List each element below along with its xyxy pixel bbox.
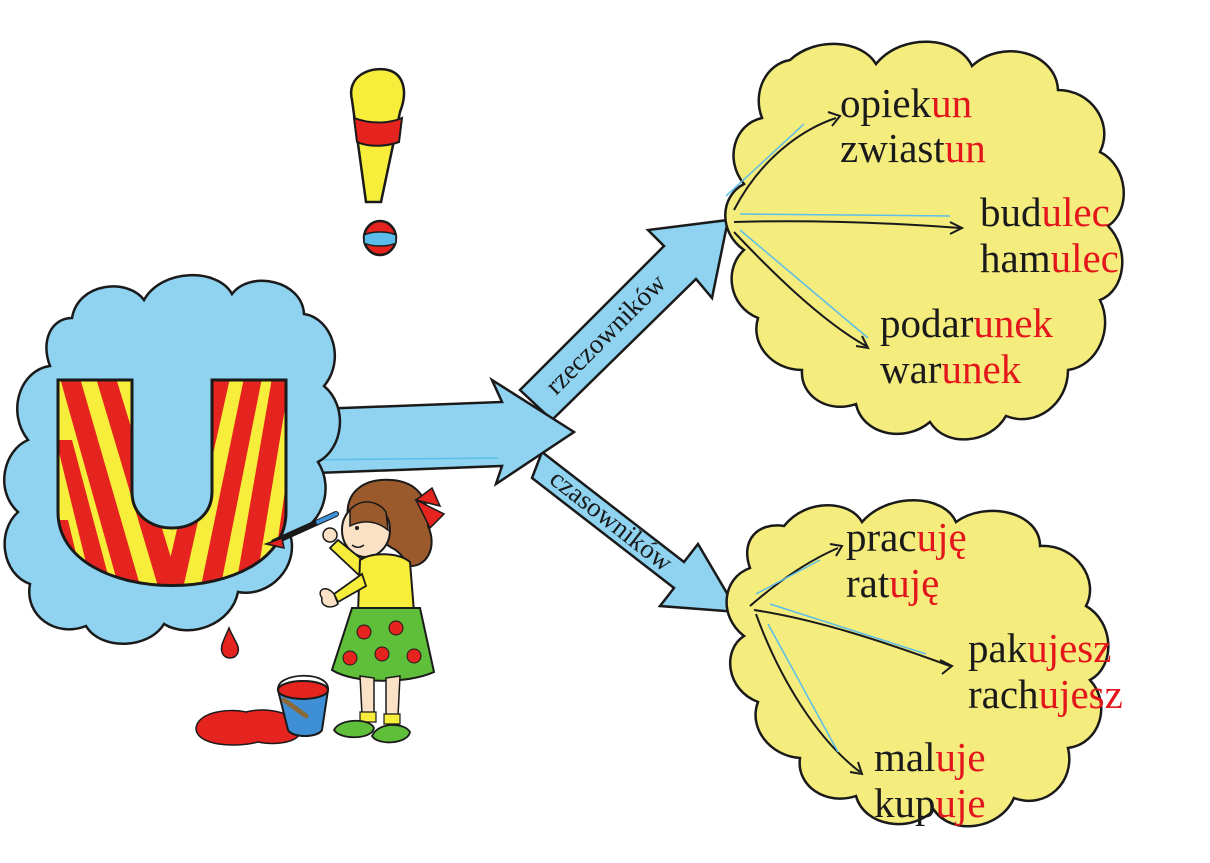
noun-word: warunek bbox=[880, 346, 1022, 392]
verb-word: ratuję bbox=[846, 560, 940, 606]
verb-word: maluje bbox=[874, 734, 986, 780]
verb-word: pakujesz bbox=[968, 625, 1112, 671]
girl-painter-icon bbox=[263, 478, 446, 744]
nouns-arrow-label: rzeczowników bbox=[539, 267, 672, 400]
paint-bucket-icon bbox=[276, 674, 330, 737]
verb-word: kupuje bbox=[874, 780, 986, 826]
verb-word: rachujesz bbox=[968, 671, 1123, 717]
noun-word: hamulec bbox=[980, 235, 1119, 281]
verbs-cloud bbox=[725, 499, 1110, 828]
nouns-arrow: rzeczowników bbox=[518, 218, 730, 422]
noun-word: podarunek bbox=[880, 300, 1054, 346]
paint-drop-icon bbox=[220, 626, 240, 659]
main-arrow bbox=[288, 376, 577, 488]
letter-cloud bbox=[2, 274, 342, 645]
exclamation-mark-icon bbox=[349, 67, 406, 257]
verbs-arrow-label: czasowników bbox=[544, 463, 679, 577]
verb-word: pracuję bbox=[846, 514, 967, 560]
noun-word: budulec bbox=[980, 189, 1110, 235]
noun-word: zwiastun bbox=[840, 125, 986, 171]
verbs-arrow: czasowników bbox=[530, 449, 741, 614]
nouns-cloud bbox=[724, 40, 1125, 441]
noun-word: opiekun bbox=[840, 80, 973, 126]
